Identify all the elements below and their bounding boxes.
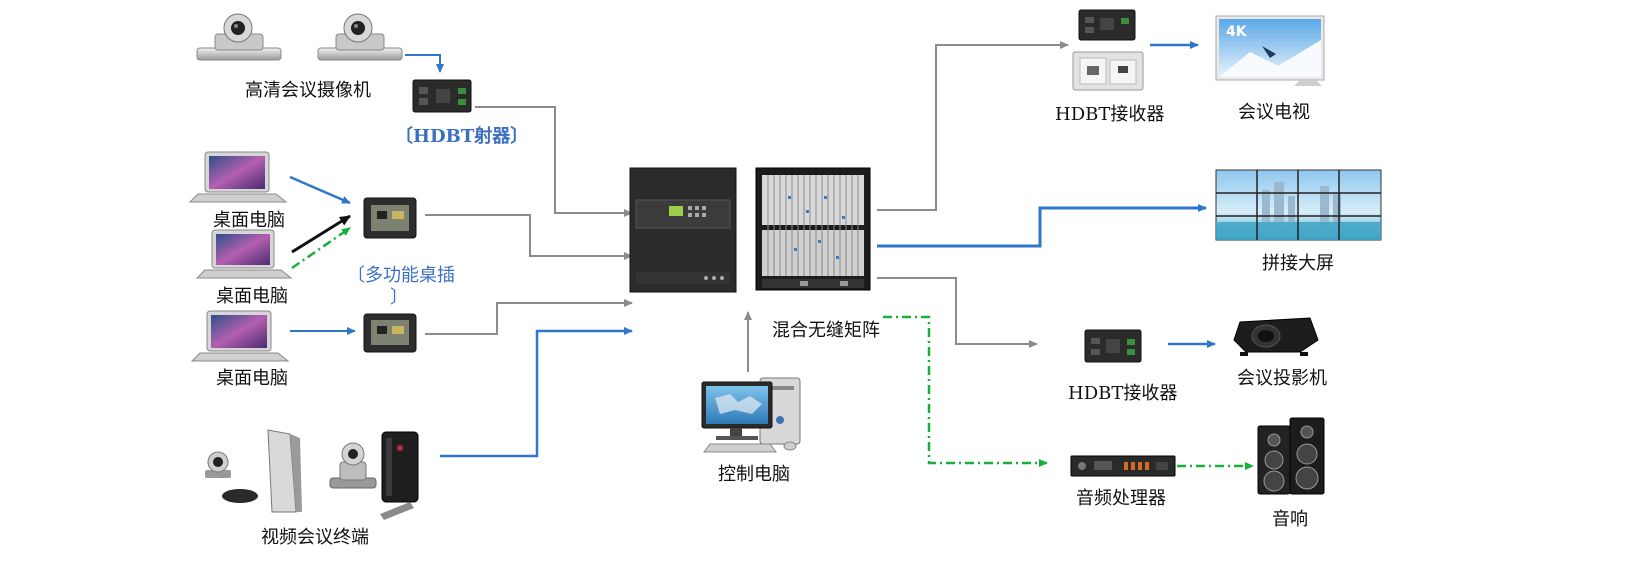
hdbt-transmitter: [412, 79, 472, 113]
label-hybrid-matrix: 混合无缝矩阵: [772, 320, 880, 341]
label-hd-camera: 高清会议摄像机: [245, 80, 371, 101]
hdbt-receiver-bottom: [1084, 329, 1142, 363]
label-video-wall: 拼接大屏: [1262, 253, 1334, 274]
video-wall: [1215, 169, 1382, 241]
link-matrix-to-rx-bottom: [877, 277, 1038, 348]
multifunction-socket-2: [363, 313, 417, 353]
label-hdbt-receiver-bottom: HDBT接收器: [1068, 383, 1178, 404]
link-socket1-to-matrix: [425, 214, 633, 260]
label-audio-processor: 音频处理器: [1076, 488, 1166, 509]
speakers: [1257, 417, 1325, 495]
hd-camera-2: [317, 13, 403, 61]
label-meeting-tv: 会议电视: [1238, 102, 1310, 123]
meeting-tv: [1215, 15, 1325, 86]
link-laptop2-to-socket-black: [291, 214, 351, 254]
control-pc: [701, 377, 801, 453]
link-matrix-to-rx-top: [877, 41, 1069, 211]
hybrid-seamless-matrix: [755, 167, 871, 291]
label-projector: 会议投影机: [1237, 368, 1327, 389]
laptop-2: [195, 229, 293, 279]
multifunction-socket-1: [363, 197, 417, 239]
label-desktop-pc-2: 桌面电脑: [216, 286, 288, 307]
video-conference-terminal: [205, 429, 419, 520]
label-hdbt-receiver-top: HDBT接收器: [1055, 104, 1165, 125]
laptop-3: [190, 310, 290, 362]
link-laptop2-to-socket-audio: [291, 226, 351, 270]
link-laptop1-to-socket: [289, 175, 351, 205]
audio-processor: [1070, 455, 1176, 477]
label-multifunction-socket-close: 〕: [390, 287, 408, 308]
hdbt-receiver-top: [1072, 9, 1144, 91]
hd-camera-1: [196, 13, 282, 61]
link-vc-to-matrix: [440, 327, 633, 458]
link-matrix-to-wall: [877, 204, 1207, 248]
label-control-pc: 控制电脑: [718, 464, 790, 485]
label-speakers: 音响: [1272, 509, 1308, 530]
label-desktop-pc-3: 桌面电脑: [216, 368, 288, 389]
label-video-conference-terminal: 视频会议终端: [261, 527, 369, 548]
projector: [1233, 317, 1319, 356]
presentation-switcher: [629, 167, 737, 293]
link-matrix-to-audio: [883, 315, 1048, 467]
tv-4k-badge: 4K: [1226, 24, 1248, 40]
label-multifunction-socket: 〔多功能桌插: [347, 265, 455, 286]
link-tx-to-matrix: [475, 106, 633, 217]
laptop-1: [188, 151, 288, 203]
label-hdbt-transmitter: 〔HDBT射器〕: [395, 126, 529, 147]
label-desktop-pc-1: 桌面电脑: [213, 210, 285, 231]
link-socket2-to-matrix: [425, 299, 633, 335]
link-camera-to-tx: [405, 54, 444, 73]
